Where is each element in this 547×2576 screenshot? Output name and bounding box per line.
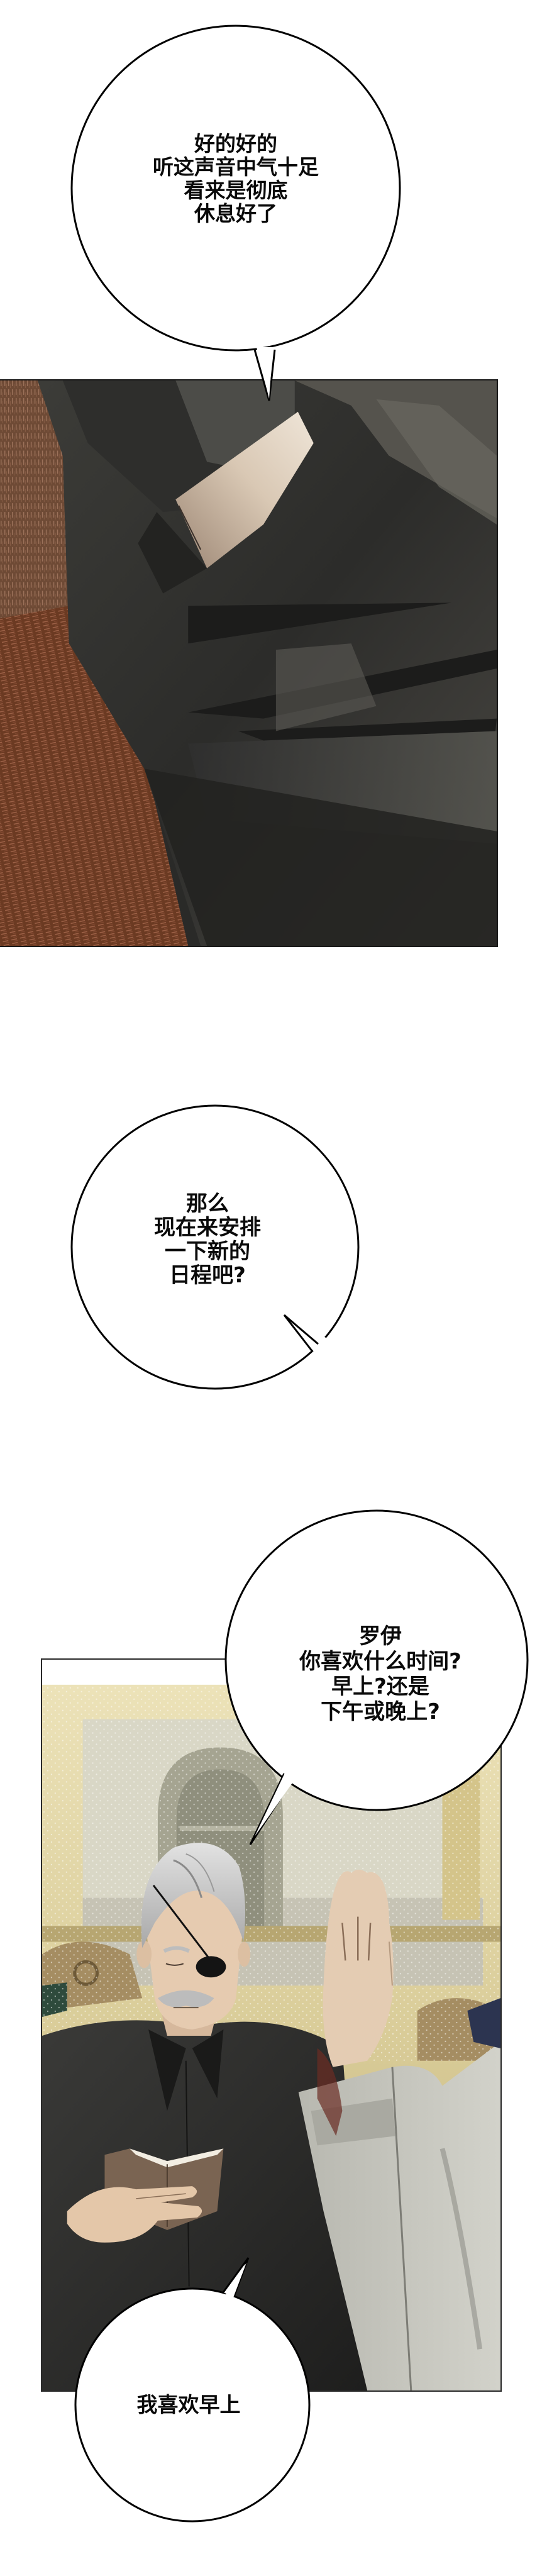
speech-bubble-1-shape	[70, 25, 401, 401]
bubble-1-line: 好的好的	[194, 131, 277, 156]
bubble-1-line: 听这声音中气十足	[153, 155, 319, 179]
comic-panel-2	[41, 1658, 502, 2392]
bubble-3-line: 罗伊	[359, 1624, 402, 1649]
bubble-1-line: 休息好了	[194, 201, 277, 226]
speech-bubble-1-text: 好的好的 听这声音中气十足 看来是彻底 休息好了	[75, 132, 396, 225]
bubble-2-line: 一下新的	[165, 1239, 250, 1264]
bubble-2-line: 那么	[186, 1191, 229, 1216]
bubble-4-line: 我喜欢早上	[136, 2392, 241, 2417]
panel-1-artwork	[0, 380, 497, 946]
bubble-2-line: 现在来安排	[154, 1215, 261, 1240]
panel-2-artwork	[42, 1660, 500, 2390]
comic-panel-1	[0, 379, 498, 947]
bubble-1-line: 看来是彻底	[184, 178, 288, 203]
bubble-2-line: 日程吧?	[169, 1263, 246, 1288]
speech-bubble-2-text: 那么 现在来安排 一下新的 日程吧?	[101, 1192, 314, 1287]
speech-bubble-4-text: 我喜欢早上	[94, 2393, 283, 2417]
speech-bubble-2-shape	[70, 1104, 360, 1390]
